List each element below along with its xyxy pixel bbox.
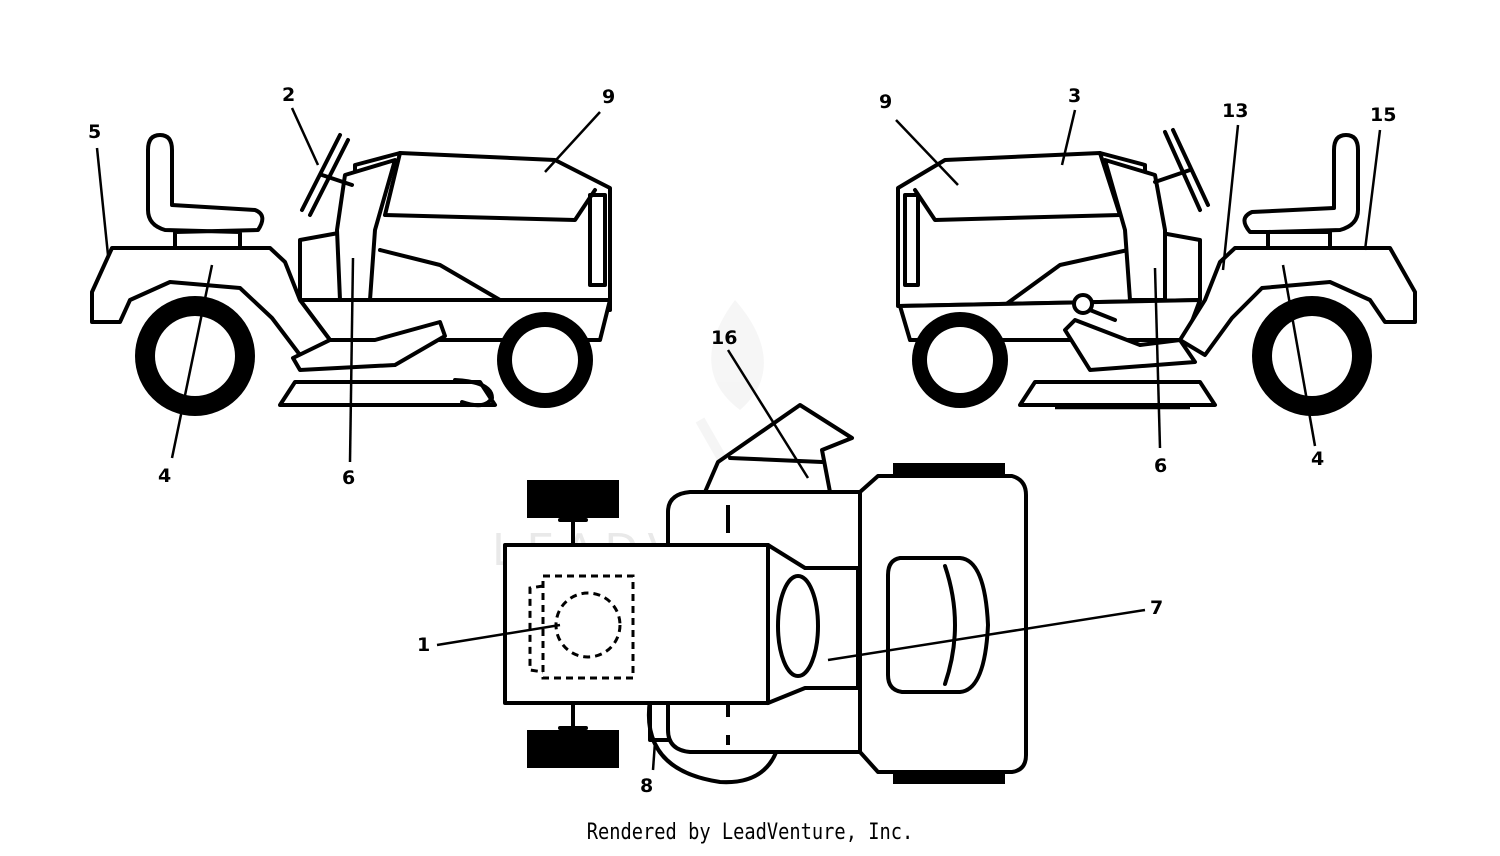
callout-3: 3 [1068, 85, 1081, 107]
rear-fender-right [1178, 246, 1417, 357]
left-side-view: 5 2 9 4 6 [88, 84, 615, 489]
callout-13: 13 [1222, 100, 1248, 122]
callout-9-right: 9 [879, 91, 892, 113]
rear-fender-left [90, 246, 332, 357]
callout-2: 2 [282, 84, 295, 106]
callout-4: 4 [158, 465, 171, 487]
callout-9: 9 [602, 86, 615, 108]
footer-credit: Rendered by LeadVenture, Inc. [586, 820, 914, 845]
seat-left [146, 133, 265, 250]
callout-6-right: 6 [1154, 455, 1167, 477]
front-wheel-top-lower [527, 730, 619, 768]
callout-15: 15 [1370, 104, 1396, 126]
right-side-view: 9 3 13 15 6 4 [879, 85, 1417, 477]
callout-1: 1 [417, 634, 430, 656]
seat-right [1242, 133, 1360, 250]
callout-7: 7 [1150, 597, 1163, 619]
callout-8: 8 [640, 775, 653, 797]
callout-5: 5 [88, 121, 101, 143]
front-wheel-top-upper [527, 480, 619, 518]
callout-6: 6 [342, 467, 355, 489]
callout-4-right: 4 [1311, 448, 1324, 470]
seat-top [886, 556, 990, 694]
discharge-chute [703, 403, 854, 494]
top-view: 16 1 7 8 [417, 327, 1163, 797]
callout-16: 16 [711, 327, 737, 349]
